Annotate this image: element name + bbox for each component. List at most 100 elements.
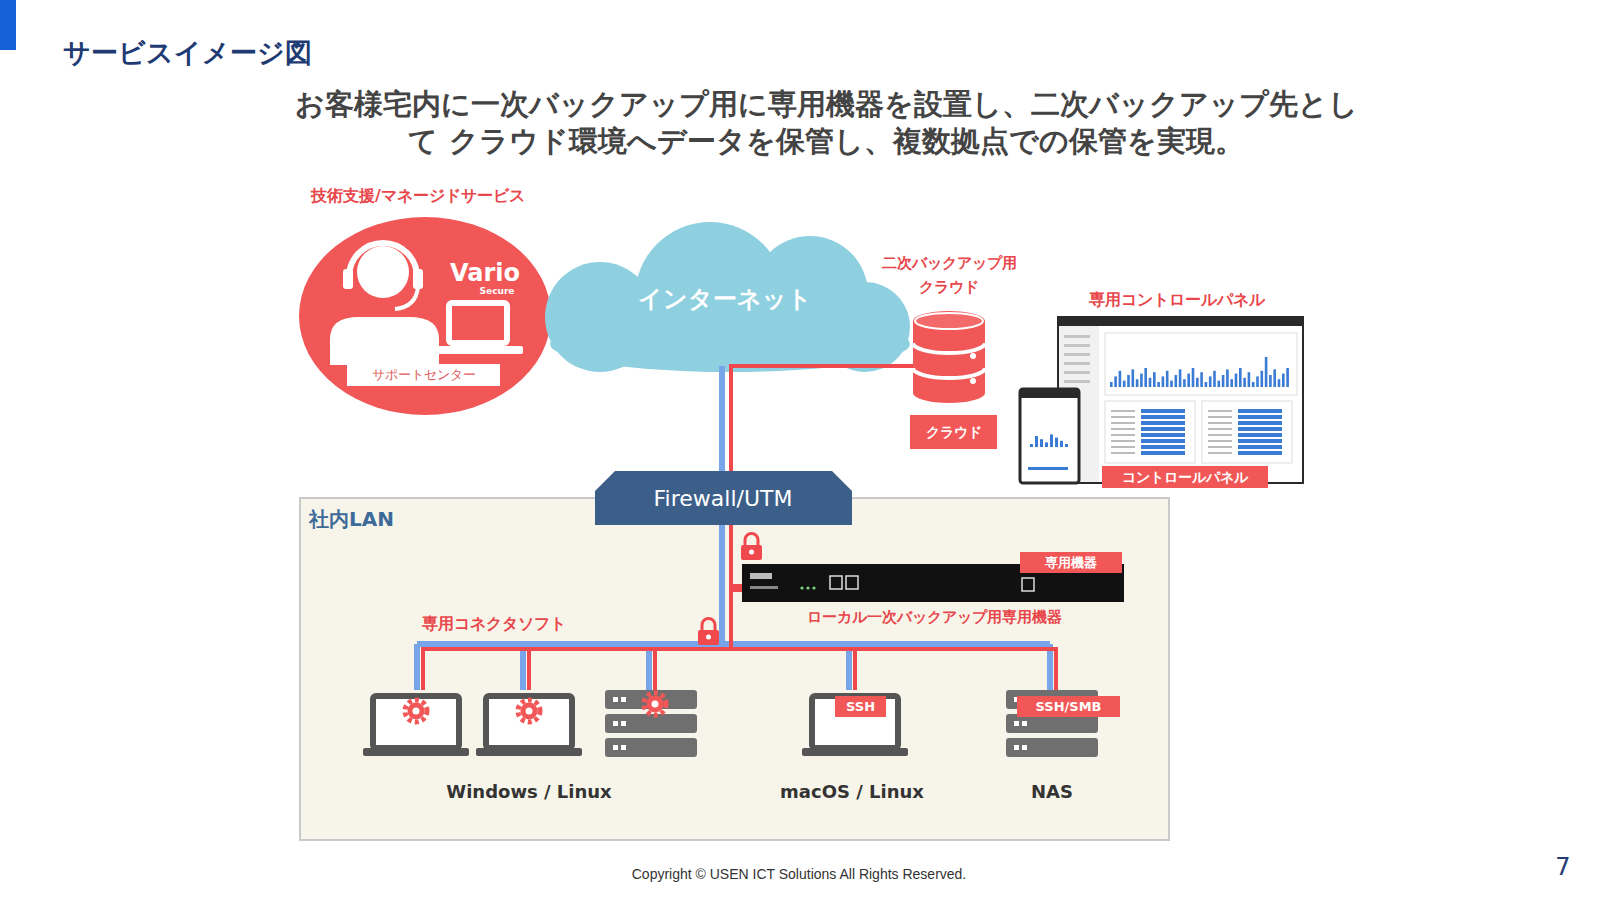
backup-wires	[529, 649, 655, 690]
hbar-label	[1208, 434, 1232, 436]
phone-bar	[1060, 441, 1063, 447]
copyright-note: Copyright © USEN ICT Solutions All Right…	[632, 866, 967, 883]
support-center-circle: 技術支援/マネージドサービスVarioSecureサポートセンター	[299, 217, 551, 415]
lock-shackle	[702, 619, 715, 632]
protocol-tag: SSH	[835, 696, 886, 717]
firewall-box: Firewall/UTM	[595, 471, 852, 525]
phone-bar	[1045, 442, 1048, 447]
cloud-base	[550, 316, 910, 372]
hbar	[1238, 427, 1282, 431]
gear-hole	[652, 701, 659, 708]
phone-bar	[1035, 436, 1038, 447]
headset-ear	[413, 269, 423, 289]
phone-bar	[1040, 439, 1043, 447]
laptop-base	[476, 748, 582, 756]
chart-bar	[1144, 368, 1147, 387]
hbar-label	[1208, 422, 1232, 424]
network-wire	[846, 644, 852, 690]
chart-bar	[1282, 374, 1285, 387]
server-led	[613, 721, 618, 726]
firewall-shape	[595, 471, 852, 525]
chart-bar	[1218, 381, 1221, 387]
sidebar-item	[1064, 362, 1090, 365]
hbar-label	[1111, 422, 1135, 424]
chart-bar	[1187, 374, 1190, 387]
server-unit	[605, 714, 697, 733]
laptop-screen	[812, 696, 898, 748]
device-caption: ローカル一次バックアップ用専用機器	[807, 608, 1062, 626]
hbar-label	[1208, 440, 1232, 442]
chart-bar	[1278, 379, 1281, 387]
hbar-label	[1111, 416, 1135, 418]
phone-frame	[1020, 389, 1079, 483]
chart-bar	[1226, 369, 1229, 387]
gear-body	[408, 703, 425, 720]
appliance-port	[1022, 578, 1034, 591]
vendor-logo-sub: Secure	[480, 286, 515, 297]
os-label: NAS	[1031, 781, 1073, 803]
windows-device-group: 専用コネクタソフトWindows / Linux	[355, 690, 705, 805]
hbar	[1238, 415, 1282, 419]
appliance-port	[830, 576, 842, 589]
chart-bar	[1243, 378, 1246, 387]
appliance-led	[812, 586, 815, 589]
chart-bar	[1110, 382, 1113, 387]
support-label: サポートセンター	[347, 364, 500, 386]
hbar	[1238, 409, 1282, 413]
gear-teeth	[644, 693, 666, 715]
hbar-label	[1208, 416, 1232, 418]
firewall-label: Firewall/UTM	[654, 486, 793, 512]
chart-bar	[1179, 369, 1182, 387]
chart-bar	[1127, 375, 1130, 387]
chart-box	[1202, 401, 1292, 463]
cloud-database: 二次バックアップ用 クラウドクラウド	[913, 311, 985, 403]
chart-bar	[1136, 379, 1139, 387]
server-unit	[605, 738, 697, 757]
lock-body	[741, 545, 762, 560]
chart-bar	[1269, 375, 1272, 387]
cloud-shape	[545, 222, 910, 372]
sidebar-item	[1064, 371, 1090, 374]
server-led	[621, 697, 626, 702]
chart-bar	[1230, 379, 1233, 387]
hbar-label	[1208, 410, 1232, 412]
server-unit	[1006, 738, 1098, 757]
server-led	[1022, 721, 1027, 726]
sidebar-item	[1064, 353, 1090, 356]
database-ring	[913, 343, 985, 353]
panel-label: コントロールパネル	[1102, 466, 1268, 488]
laptop-screen	[373, 696, 459, 748]
phone-header	[1020, 389, 1079, 398]
chart-bar	[1256, 376, 1259, 387]
phone-bar	[1050, 434, 1053, 447]
network-wires	[417, 525, 1050, 690]
network-connector	[731, 525, 742, 586]
headset-mic	[395, 287, 418, 309]
lock-body	[698, 630, 719, 645]
chart-bar	[1114, 376, 1117, 387]
page-number: 7	[1555, 853, 1570, 882]
chart-bar	[1157, 382, 1160, 387]
nas-device: SSH/SMBNAS	[1000, 690, 1112, 805]
operator-body	[330, 317, 439, 365]
chart-bar	[1170, 381, 1173, 387]
server-led	[621, 745, 626, 750]
chart-bar	[1261, 371, 1264, 387]
database-led	[970, 378, 976, 384]
backup-appliance: 専用機器ローカル一次バックアップ用専用機器	[742, 564, 1124, 602]
page-title: サービスイメージ図	[63, 37, 312, 69]
subtitle: お客様宅内に一次バックアップ用に専用機器を設置し、二次バックアップ先として クラ…	[286, 86, 1366, 160]
hbar-label	[1111, 440, 1135, 442]
hbar	[1238, 433, 1282, 437]
gear-hole	[526, 708, 533, 715]
hbar	[1141, 409, 1185, 413]
chart-bar	[1252, 382, 1255, 387]
lock-shackle	[745, 534, 758, 547]
network-wire	[646, 644, 652, 690]
hbar	[1238, 445, 1282, 449]
control-panel-screen: 専用コントロールパネルコントロールパネル	[1020, 317, 1303, 483]
operator-head	[357, 246, 409, 298]
service-heading: 技術支援/マネージドサービス	[311, 186, 525, 205]
backup-wire	[527, 649, 531, 690]
